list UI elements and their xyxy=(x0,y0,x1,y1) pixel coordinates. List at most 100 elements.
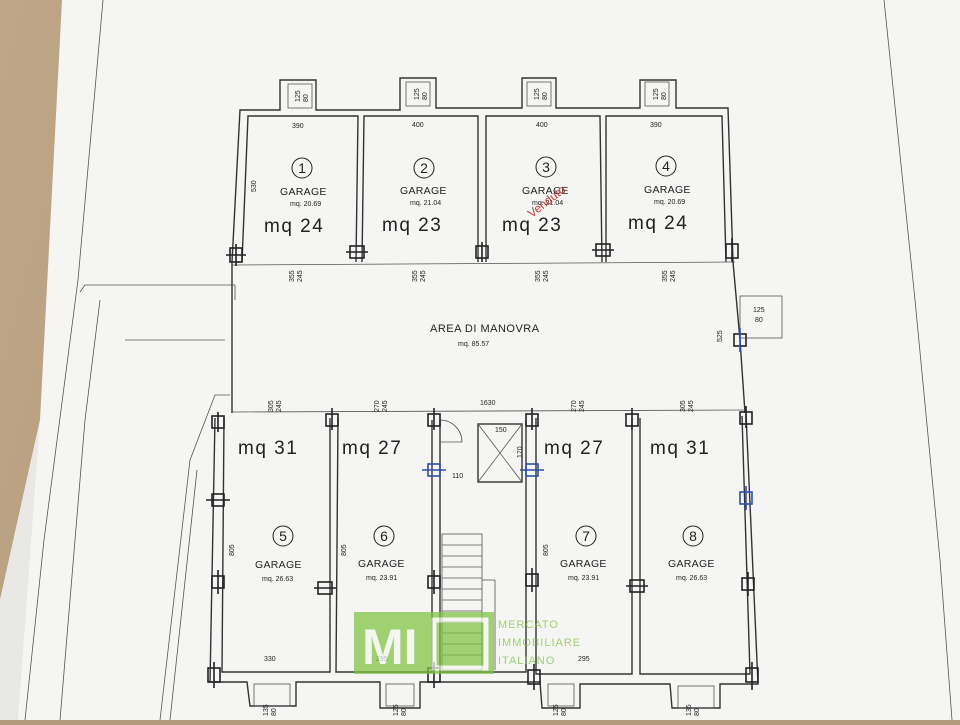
manoeuvre-shaft xyxy=(739,295,783,339)
garage-6-label: GARAGE xyxy=(358,558,405,570)
shaft7-a: 125 xyxy=(553,704,560,716)
garage-5-number: 5 xyxy=(279,528,287,544)
shaft4-dim: 125 xyxy=(653,88,660,100)
garage-2-handwritten-area: mq 23 xyxy=(382,215,442,236)
shaft7-b: 80 xyxy=(561,708,568,716)
watermark-logo: MI MERCATO IMMOBILIARE ITALIANO xyxy=(354,612,581,675)
g1-width: 390 xyxy=(292,123,304,130)
manoeuvre-shaft-b: 80 xyxy=(755,317,763,324)
garage-4-handwritten-area: mq 24 xyxy=(628,213,688,234)
garage-6-number-circle xyxy=(373,525,395,547)
manoeuvre-length: 1630 xyxy=(480,400,496,407)
garage-3-handwritten-area: mq 23 xyxy=(502,215,562,236)
watermark-line-1: MERCATO xyxy=(498,619,559,631)
garage-1-number: 1 xyxy=(298,160,306,176)
garage-2-number: 2 xyxy=(420,160,428,176)
garage-5-label: GARAGE xyxy=(255,559,302,571)
manoeuvre-label: AREA DI MANOVRA xyxy=(430,323,540,335)
garage-3-label: GARAGE xyxy=(522,185,569,197)
shaft4-dim-b: 80 xyxy=(661,92,668,100)
g3-width: 400 xyxy=(536,122,548,129)
shaft5-a: 135 xyxy=(263,704,270,716)
lift-shaft xyxy=(477,423,523,483)
g8-door: 305 xyxy=(680,400,687,412)
g6-door2: 245 xyxy=(382,400,389,412)
shaft6-b: 80 xyxy=(401,708,408,716)
shaft1-dim-b: 80 xyxy=(303,94,310,102)
g7-depth: 805 xyxy=(543,544,550,556)
g3-door2: 245 xyxy=(543,270,550,282)
shaft8-a: 135 xyxy=(686,704,693,716)
g8-door2: 245 xyxy=(688,400,695,412)
garage-5: mq 31 5 GARAGE mq. 26.63 805 330 xyxy=(229,438,302,663)
garage-8-area: mq. 26.63 xyxy=(676,575,707,582)
garage-6-handwritten-area: mq 27 xyxy=(342,438,402,459)
g1-door2: 245 xyxy=(297,270,304,282)
manoeuvre-shaft-a: 125 xyxy=(753,307,765,314)
bottom-door-dims: 305 245 270 245 270 245 305 245 xyxy=(268,400,695,412)
garage-7-label: GARAGE xyxy=(560,558,607,570)
corridor-dim: 110 xyxy=(452,473,463,480)
g1-depth: 530 xyxy=(251,180,258,192)
garage-1: 1 GARAGE mq. 20.69 mq 24 xyxy=(264,157,326,237)
manoeuvre-side-dim: 525 xyxy=(717,330,724,342)
g7-door: 270 xyxy=(571,400,578,412)
g6-door: 270 xyxy=(374,400,381,412)
garage-3-number: 3 xyxy=(542,159,550,175)
garage-4: 4 GARAGE mq. 20.69 mq 24 xyxy=(628,155,691,234)
watermark-line-2: IMMOBILIARE xyxy=(498,637,581,649)
garage-6-number: 6 xyxy=(380,528,388,544)
shaft3-dim-b: 80 xyxy=(542,92,549,100)
garage-3-area: mq. 21.04 xyxy=(532,200,563,207)
g5-door2: 245 xyxy=(276,400,283,412)
garage-1-area: mq. 20.69 xyxy=(290,201,321,208)
g5-door: 305 xyxy=(268,400,275,412)
garage-2-area: mq. 21.04 xyxy=(410,200,441,207)
garage-5-area: mq. 26.63 xyxy=(262,576,293,583)
shaft8-b: 80 xyxy=(694,708,701,716)
g7-width: 295 xyxy=(578,656,590,663)
manoeuvre-area: 125 80 525 AREA DI MANOVRA mq. 85.57 163… xyxy=(231,261,783,414)
garage-4-label: GARAGE xyxy=(644,184,691,196)
garage-7-area: mq. 23.91 xyxy=(568,575,599,582)
garage-8-label: GARAGE xyxy=(668,558,715,570)
shaft5-b: 80 xyxy=(271,708,278,716)
sheet-border-right xyxy=(883,0,953,721)
shaft2-dim: 125 xyxy=(414,88,421,100)
g2-door: 355 xyxy=(412,270,419,282)
garage-3-number-circle xyxy=(535,156,557,178)
shaft3-dim: 125 xyxy=(534,88,541,100)
garage-6-area: mq. 23.91 xyxy=(366,575,397,582)
garage-3: 3 GARAGE mq. 21.04 mq 23 Venduto xyxy=(502,156,569,236)
shaft6-a: 125 xyxy=(393,704,400,716)
garage-5-number-circle xyxy=(272,525,294,547)
garage-8-number: 8 xyxy=(689,528,697,544)
door-swing xyxy=(439,419,463,443)
garage-2-label: GARAGE xyxy=(400,185,447,197)
g1-door: 355 xyxy=(289,270,296,282)
garage-2: 2 GARAGE mq. 21.04 mq 23 xyxy=(382,157,447,236)
garage-7: mq 27 7 GARAGE mq. 23.91 805 295 xyxy=(543,438,607,663)
garage-8-handwritten-area: mq 31 xyxy=(650,438,710,459)
top-columns xyxy=(226,238,739,266)
g7-door2: 245 xyxy=(579,400,586,412)
lift-dim-b: 170 xyxy=(517,446,524,458)
garage-5-handwritten-area: mq 31 xyxy=(238,438,298,459)
sheet-border-left xyxy=(24,0,104,721)
shaft2-dim-b: 80 xyxy=(422,92,429,100)
g2-door2: 245 xyxy=(420,270,427,282)
watermark-line-3: ITALIANO xyxy=(498,655,555,667)
garage-8-number-circle xyxy=(682,525,704,547)
garage-8: mq 31 8 GARAGE mq. 26.63 xyxy=(650,438,715,582)
shaft1-dim: 125 xyxy=(295,90,302,102)
g6-depth: 805 xyxy=(341,544,348,556)
g4-door2: 245 xyxy=(670,270,677,282)
garage-1-handwritten-area: mq 24 xyxy=(264,216,324,237)
garage-7-handwritten-area: mq 27 xyxy=(544,438,604,459)
bottom-shafts: 135 80 125 80 125 80 135 80 xyxy=(253,683,715,716)
g4-width: 390 xyxy=(650,122,662,129)
garage-6: mq 27 6 GARAGE mq. 23.91 805 295 xyxy=(341,438,405,663)
